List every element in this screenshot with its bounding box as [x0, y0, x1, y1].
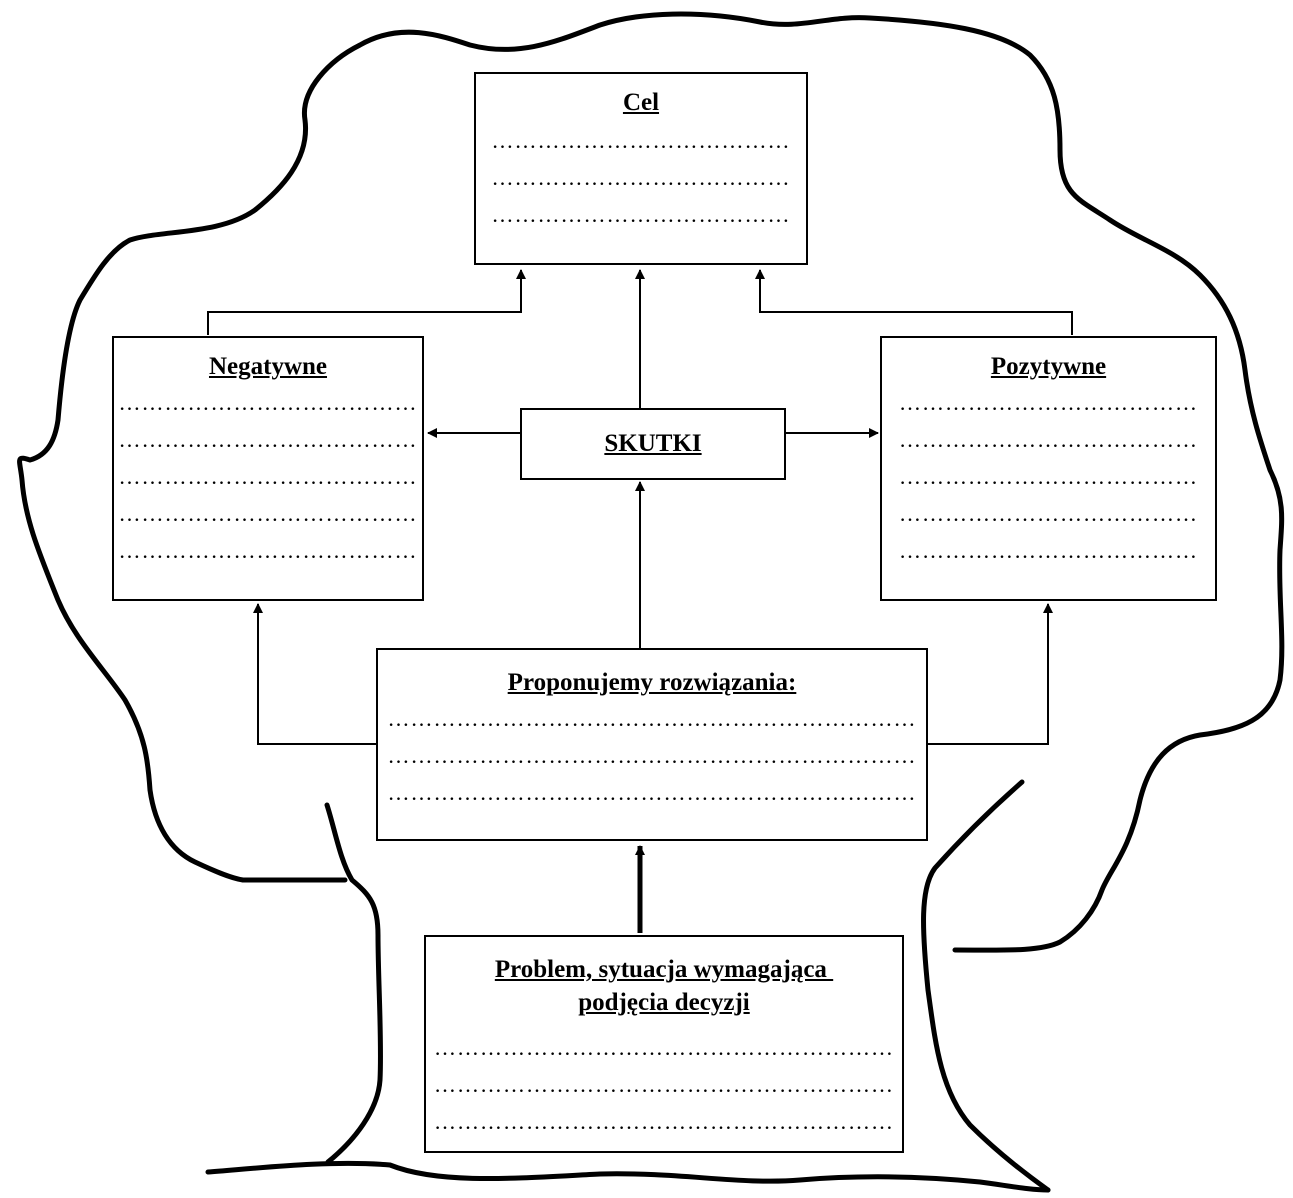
- rozwiazania-title: Proponujemy rozwiązania:: [507, 669, 797, 696]
- skutki-box: SKUTKI: [520, 408, 786, 480]
- pozytywne-line: …………………………………: [899, 464, 1198, 489]
- arrow-rozwiazania-to-pozytywne: [928, 603, 1053, 745]
- arrow-negatywne-to-cel: [207, 269, 526, 335]
- problem-line: ……………………………………………………: [434, 1109, 894, 1134]
- rozwiazania-line: ……………………………………………………………: [387, 780, 917, 805]
- tree-ground: [205, 1160, 1051, 1193]
- arrow-pozytywne-to-cel: [755, 269, 1073, 335]
- pozytywne-line: …………………………………: [899, 538, 1198, 563]
- pozytywne-line: …………………………………: [899, 427, 1198, 452]
- problem-title-line2: podjęcia decyzji: [578, 989, 750, 1016]
- cel-line: …………………………………: [491, 202, 791, 227]
- cel-title: Cel: [622, 89, 660, 116]
- arrow-rozwiazania-to-negatywne: [253, 603, 376, 745]
- pozytywne-line: …………………………………: [899, 390, 1198, 415]
- negatywne-line: …………………………………: [118, 501, 418, 526]
- rozwiazania-box: Proponujemy rozwiązania: …………………………………………: [376, 648, 928, 841]
- problem-title-line1: Problem, sytuacja wymagająca: [494, 956, 834, 983]
- cel-line: …………………………………: [491, 165, 791, 190]
- rozwiazania-line: ……………………………………………………………: [387, 743, 917, 768]
- rozwiazania-line: ……………………………………………………………: [387, 706, 917, 731]
- problem-line: ……………………………………………………: [434, 1072, 894, 1097]
- pozytywne-box: Pozytywne ………………………………… ………………………………… ………: [880, 336, 1217, 601]
- pozytywne-line: …………………………………: [899, 501, 1198, 526]
- negatywne-line: …………………………………: [118, 464, 418, 489]
- negatywne-line: …………………………………: [118, 427, 418, 452]
- tree-trunk-left: [324, 802, 384, 1165]
- negatywne-line: …………………………………: [118, 390, 418, 415]
- problem-line: ……………………………………………………: [434, 1035, 894, 1060]
- negatywne-line: …………………………………: [118, 538, 418, 563]
- skutki-title: SKUTKI: [604, 430, 702, 457]
- problem-box: Problem, sytuacja wymagająca podjęcia de…: [424, 935, 904, 1153]
- tree-trunk-right: [921, 779, 1051, 1193]
- cel-line: …………………………………: [491, 128, 791, 153]
- negatywne-title: Negatywne: [208, 353, 328, 380]
- cel-box: Cel ………………………………… ………………………………… ………………………: [474, 72, 808, 265]
- tree-crown-outline: [17, 11, 1285, 953]
- connector-lines: [207, 269, 1073, 745]
- pozytywne-title: Pozytywne: [990, 353, 1107, 380]
- negatywne-box: Negatywne ………………………………… ………………………………… ………: [112, 336, 424, 601]
